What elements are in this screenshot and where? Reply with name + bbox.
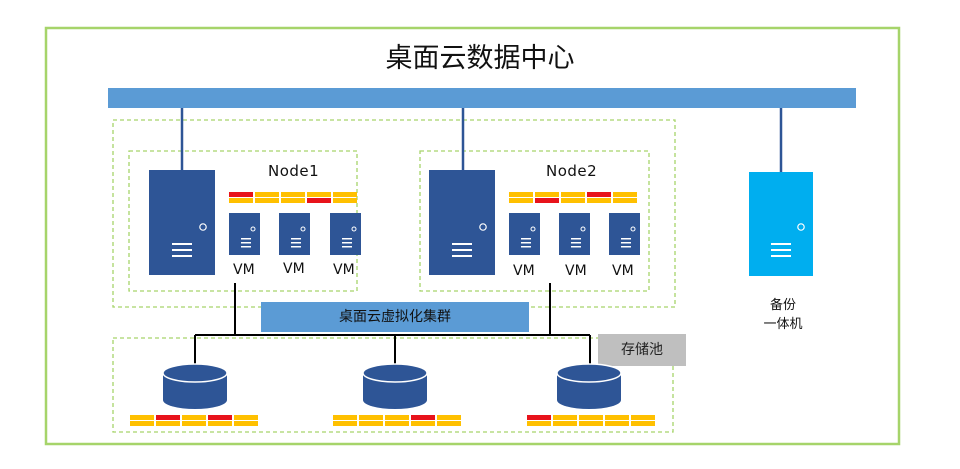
indicator-bar-segment	[182, 415, 206, 420]
indicator-bar-segment	[359, 421, 383, 426]
indicator-bar-segment	[255, 192, 279, 197]
indicator-bar-segment	[208, 421, 232, 426]
indicator-bar-segment	[229, 192, 253, 197]
indicator-bar-segment	[587, 192, 611, 197]
indicator-bar-segment	[553, 415, 577, 420]
vm-label: VM	[233, 262, 255, 278]
storage-region	[112, 337, 674, 433]
indicator-bar-segment	[437, 415, 461, 420]
storage-pool-tag	[598, 334, 686, 366]
indicator-bar-segment	[182, 421, 206, 426]
vm-label: VM	[283, 261, 305, 277]
storage-disk-icon	[162, 363, 228, 409]
vm-icon	[509, 213, 540, 255]
cluster-label: 桌面云虚拟化集群	[339, 309, 451, 325]
indicator-bar-segment	[631, 421, 655, 426]
server-icon	[429, 170, 495, 275]
storage-disk-icon	[362, 363, 428, 409]
indicator-bar-segment	[561, 192, 585, 197]
indicator-bar-segment	[605, 421, 629, 426]
indicator-bar-segment	[553, 421, 577, 426]
storage-pool-label: 存储池	[621, 342, 663, 358]
indicator-bar-segment	[130, 421, 154, 426]
indicator-bar-segment	[130, 415, 154, 420]
indicator-bar-segment	[437, 421, 461, 426]
indicator-bar-segment	[613, 192, 637, 197]
indicator-bar-segment	[509, 198, 533, 203]
indicator-bar-segment	[359, 415, 383, 420]
vm-icon	[279, 213, 310, 255]
node1-label: Node1	[268, 162, 320, 180]
indicator-bar-segment	[587, 198, 611, 203]
indicator-bar-segment	[579, 415, 603, 420]
indicator-bar-segment	[234, 415, 258, 420]
backup-label: 备份 一体机	[748, 296, 818, 334]
server-icon	[149, 170, 215, 275]
page-title: 桌面云数据中心	[385, 43, 575, 74]
backup-label-line1: 备份	[769, 298, 796, 313]
indicator-bar-segment	[631, 415, 655, 420]
indicator-bar-segment	[255, 198, 279, 203]
indicator-bar-segment	[307, 198, 331, 203]
indicator-bar-segment	[385, 415, 409, 420]
indicator-bar-segment	[281, 192, 305, 197]
indicator-bar-segment	[156, 421, 180, 426]
indicator-bar-segment	[229, 198, 253, 203]
indicator-bar-segment	[234, 421, 258, 426]
indicator-bar-segment	[411, 415, 435, 420]
node2-region	[419, 150, 650, 292]
indicator-bar-segment	[281, 198, 305, 203]
storage-disk-icon	[556, 363, 622, 409]
indicator-bar-segment	[605, 415, 629, 420]
indicator-bar-segment	[307, 192, 331, 197]
vm-icon	[229, 213, 260, 255]
vm-label: VM	[612, 263, 634, 279]
indicator-bar-segment	[156, 415, 180, 420]
indicator-bar-segment	[613, 198, 637, 203]
network-bar	[108, 88, 856, 108]
indicator-bar-segment	[527, 415, 551, 420]
vm-label: VM	[513, 263, 535, 279]
vm-icon	[330, 213, 361, 255]
indicator-bar-segment	[333, 198, 357, 203]
vm-icon	[609, 213, 640, 255]
datacenter-frame	[44, 26, 901, 446]
indicator-bar-segment	[333, 421, 357, 426]
indicator-bar-segment	[208, 415, 232, 420]
indicator-bar-segment	[509, 192, 533, 197]
vm-icon	[559, 213, 590, 255]
vm-label: VM	[333, 262, 355, 278]
indicator-bar-segment	[535, 198, 559, 203]
indicator-bar-segment	[333, 415, 357, 420]
backup-label-line2: 一体机	[763, 317, 803, 332]
indicator-bar-segment	[561, 198, 585, 203]
indicator-bar-segment	[527, 421, 551, 426]
indicator-bar-segment	[385, 421, 409, 426]
indicator-bar-segment	[579, 421, 603, 426]
disk-indicator-bars	[130, 192, 655, 426]
vm-label: VM	[565, 263, 587, 279]
indicator-bar-segment	[535, 192, 559, 197]
backup-server-icon	[749, 172, 813, 276]
cluster-banner	[261, 302, 529, 332]
node2-label: Node2	[546, 162, 598, 180]
indicator-bar-segment	[333, 192, 357, 197]
indicator-bar-segment	[411, 421, 435, 426]
